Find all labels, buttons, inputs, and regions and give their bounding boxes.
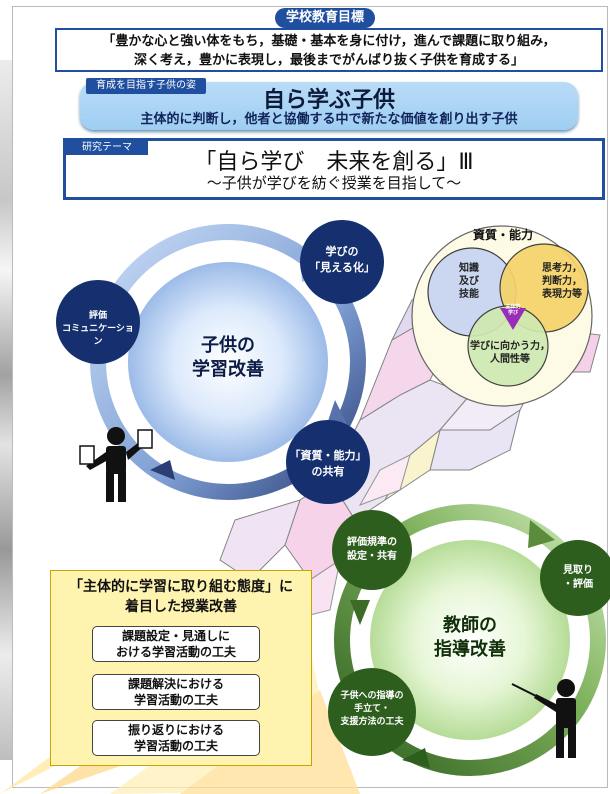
- assessment-node: [540, 540, 610, 616]
- share-label: 「資質・能力」 の共有: [289, 449, 367, 478]
- child-image-tag: 育成を目指す子供の姿: [86, 78, 206, 94]
- center-triangle: [500, 308, 526, 330]
- research-theme-tag: 研究テーマ: [66, 140, 148, 155]
- criteria-node: [332, 510, 412, 590]
- green-arrow-bottom: [402, 748, 430, 768]
- venn-center-label: 主体的 学び: [505, 304, 521, 316]
- attitude-item-2: 課題解決における 学習活動の工夫: [92, 674, 260, 710]
- teaching-cycle-center: 教師の 指導改善: [434, 615, 506, 660]
- learning-cycle: [56, 220, 384, 504]
- evaluation-label: 評価 コミュニケーション: [62, 311, 134, 347]
- research-theme-title: 「自ら学び 未来を創る」Ⅲ: [194, 150, 474, 175]
- attitude-label: 学びに向かう力， 人間性等: [470, 341, 550, 365]
- school-goal-line1: 「豊かな心と強い体をもち，基礎・基本を身に付け，進んで課題に取り組み，: [102, 34, 556, 49]
- evaluation-node: [56, 280, 140, 364]
- share-node: [286, 420, 370, 504]
- child-image-subtitle: 主体的に判断し，他者と協働する中で新たな価値を創り出す子供: [140, 112, 518, 127]
- abilities-title: 資質・能力: [472, 228, 533, 242]
- teacher-figure: [511, 679, 576, 758]
- assessment-label: 見取り ・評価: [563, 565, 593, 590]
- student-figure: [79, 427, 153, 502]
- school-goal-line2: 深く考え，豊かに表現し，最後までがんばり抜く子供を育成する」: [133, 53, 524, 68]
- scan-edge: [0, 60, 12, 760]
- research-theme-box: [63, 138, 605, 200]
- support-node: [328, 668, 416, 756]
- school-goal-box: 「豊かな心と強い体をもち，基礎・基本を身に付け，進んで課題に取り組み， 深く考え…: [55, 28, 603, 72]
- attitude-box-title: 「主体的に学習に取り組む態度」に 着目した授業改善: [69, 579, 293, 615]
- learning-cycle-center: 子供の 学習改善: [192, 335, 264, 380]
- knowledge-label: 知識 及び 技能: [459, 263, 479, 300]
- attitude-item-1: 課題設定・見通しに おける学習活動の工夫: [92, 626, 260, 662]
- support-label: 子供への指導の 手立て・ 支援方法の工夫: [340, 691, 404, 727]
- green-arrow-top: [528, 520, 555, 548]
- green-arrow-left: [350, 600, 370, 625]
- teaching-cycle: [328, 504, 610, 776]
- abilities-venn: [411, 225, 593, 407]
- visualization-label: 学びの 「見える化」: [309, 245, 375, 274]
- visualization-node: [300, 220, 384, 304]
- ring-arrow-bottom: [150, 460, 175, 480]
- attitude-item-3: 振り返りにおける 学習活動の工夫: [92, 720, 260, 756]
- criteria-label: 評価規準の 設定・共有: [347, 537, 397, 562]
- research-theme-subtitle: ～子供が学びを紡ぐ授業を目指して～: [206, 174, 462, 192]
- thinking-label: 思考力， 判断力， 表現力等: [542, 263, 582, 300]
- child-image-title: 自ら学ぶ子供: [262, 88, 395, 113]
- school-goal-label: 学校教育目標: [275, 8, 375, 28]
